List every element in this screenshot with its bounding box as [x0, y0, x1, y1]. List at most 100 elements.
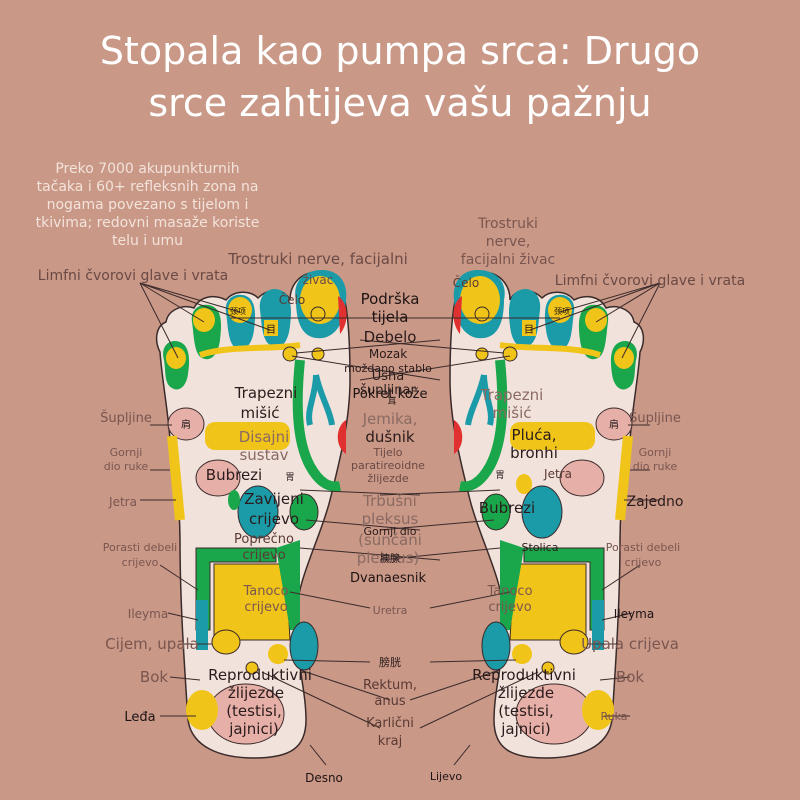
lijevo-appendix [559, 629, 589, 655]
lijevo-ear-dot-2 [475, 347, 489, 361]
desno-toe-5-top [166, 347, 186, 369]
label-zavijeni-2: crijevo [249, 510, 299, 528]
lijevo-teal-vertical-2 [465, 374, 487, 426]
label-desno: Desno [305, 771, 343, 785]
label-jemika-2: dušnik [365, 428, 415, 446]
desno-toe-4-top [193, 308, 215, 332]
desno-rectum-zone [289, 621, 319, 671]
lijevo-adrenal [516, 474, 532, 494]
desno-ear-dot-2 [311, 347, 325, 361]
label-poprecno-1: Poprečno [234, 532, 294, 547]
label-upala-right: Upala crijeva [581, 635, 679, 653]
label-repro-left-1: Reproduktivni [208, 666, 312, 684]
label-trostruki-right-2: nerve, [486, 234, 531, 250]
label-pokret: Pokret kože [353, 387, 428, 402]
lijevo-ileum-teal [592, 600, 604, 650]
stomach-glyph-left: 胃 [285, 472, 294, 483]
lijevo-celo-zone [460, 276, 500, 324]
label-gornji-dio: Gornji dio [364, 525, 417, 538]
label-trapezni-right-2: mišić [492, 404, 531, 422]
desno-red-zone-mid [337, 420, 346, 454]
desno-lung-zone [205, 422, 290, 450]
lijevo-red-zone-top [453, 296, 462, 334]
desno-toe-2-eye [264, 320, 278, 336]
lijevo-left-edge-yellow [615, 435, 633, 521]
desno-ileum-teal [196, 600, 208, 650]
label-disajni-2: sustav [239, 446, 288, 464]
label-trapezni-right-1: Trapezni [480, 386, 544, 404]
label-porasti-left-2: crijevo [122, 556, 159, 569]
desno-shoulder-zone [167, 407, 205, 441]
lijevo-toe-2-eye [522, 320, 536, 336]
lijevo-bladder [512, 644, 532, 664]
eye-glyph-left: 目 [266, 325, 276, 336]
label-ruka: Ruka [600, 710, 627, 723]
label-usha: Usha [372, 369, 405, 384]
intro-text: Preko 7000 akupunkturnih tačaka i 60+ re… [35, 161, 260, 249]
desno-sacral-dot [245, 661, 259, 675]
desno-ear-dot [282, 346, 298, 362]
label-karlicni-1: Karlični [366, 716, 414, 731]
label-jetra-left: Jetra [108, 495, 137, 509]
label-trapezni-left-1: Trapezni [234, 384, 298, 402]
label-bok-right: Bok [616, 668, 644, 686]
lijevo-duodenum [481, 493, 511, 531]
label-trostruki-right-3: facijalni živac [461, 252, 555, 268]
label-cijem: Cijem, upala [105, 635, 199, 653]
label-mozak: Mozak [369, 347, 407, 361]
label-trapezni-left-2: mišić [240, 404, 279, 422]
desno-pituitary [310, 306, 326, 322]
page-title-line-1: Stopala kao pumpa srca: Drugo [99, 29, 701, 73]
lijevo-neck-zone [499, 342, 601, 358]
label-bladder-cjk: 膀胱 [379, 655, 401, 669]
eye-glyph-right: 目 [524, 325, 534, 336]
label-tanoco-right-2: crijevo [488, 600, 531, 615]
desno-heel-yellow [186, 690, 218, 730]
label-supljine-right: Šupljine [629, 410, 681, 426]
desno-adrenal [228, 490, 240, 510]
label-repro-right-3: (testisi, [498, 702, 554, 720]
desno-celo-zone [300, 276, 340, 324]
desno-kidney-zone [195, 459, 241, 497]
label-uretra: Uretra [373, 604, 408, 617]
label-poprecno-2: crijevo [242, 548, 285, 563]
label-gornji-right-1: Gornji [639, 446, 672, 459]
desno-left-edge-yellow [167, 435, 185, 521]
label-debelo: Debelo [364, 328, 417, 346]
label-paratireoidne: paratireoidne [351, 459, 425, 472]
ear-glyph: 耳 [387, 396, 396, 407]
lijevo-kidney-zone [559, 459, 605, 497]
label-trostruki-left: Trostruki nerve, facijalni [227, 250, 408, 268]
leader-lines [139, 282, 661, 766]
label-dvanaesnik: Dvanaesnik [350, 571, 426, 586]
label-tanoco-right-1: Tanoco [486, 584, 532, 599]
label-mozdano: moždano stablo [344, 362, 432, 375]
labels: Trostruki nerve, facijalni živac Trostru… [38, 216, 745, 785]
label-repro-right-4: jajnici) [500, 720, 550, 738]
lijevo-spleen-zone [521, 485, 563, 539]
sinus-glyph-left: 颈项 [230, 307, 246, 316]
label-porasti-left-1: Porasti debeli [103, 541, 177, 554]
label-celo-right: Čelo [453, 275, 479, 290]
label-limfni-left: Limfni čvorovi glave i vrata [38, 268, 228, 284]
label-pancreas-cjk: 胰腺 [380, 552, 400, 565]
label-gornji-left-2: dio ruke [104, 460, 149, 473]
desno-colon-right [276, 540, 300, 630]
label-zavijeni-1: Zavijeni [244, 490, 304, 508]
lijevo-pituitary [474, 306, 490, 322]
shoulder-glyph-left: 肩 [181, 418, 191, 431]
label-disajni-1: Disajni [239, 428, 290, 446]
label-limfni-right: Limfni čvorovi glave i vrata [555, 273, 745, 289]
label-tanoco-left-2: crijevo [244, 600, 287, 615]
desno-stomach-zone [237, 485, 279, 539]
label-ileyma-left: Ileyma [128, 607, 168, 621]
desno-red-zone-top [338, 296, 347, 334]
label-trbusni-2: pleksus [362, 510, 419, 528]
lijevo-toe-4-top [585, 308, 607, 332]
label-jetra-right: Jetra [543, 467, 572, 481]
label-pluca-2: bronhi [510, 444, 558, 462]
label-supljine-left: Šupljine [100, 410, 152, 426]
label-bok-left: Bok [140, 668, 168, 686]
label-porasti-right-1: Porasti debeli [606, 541, 680, 554]
